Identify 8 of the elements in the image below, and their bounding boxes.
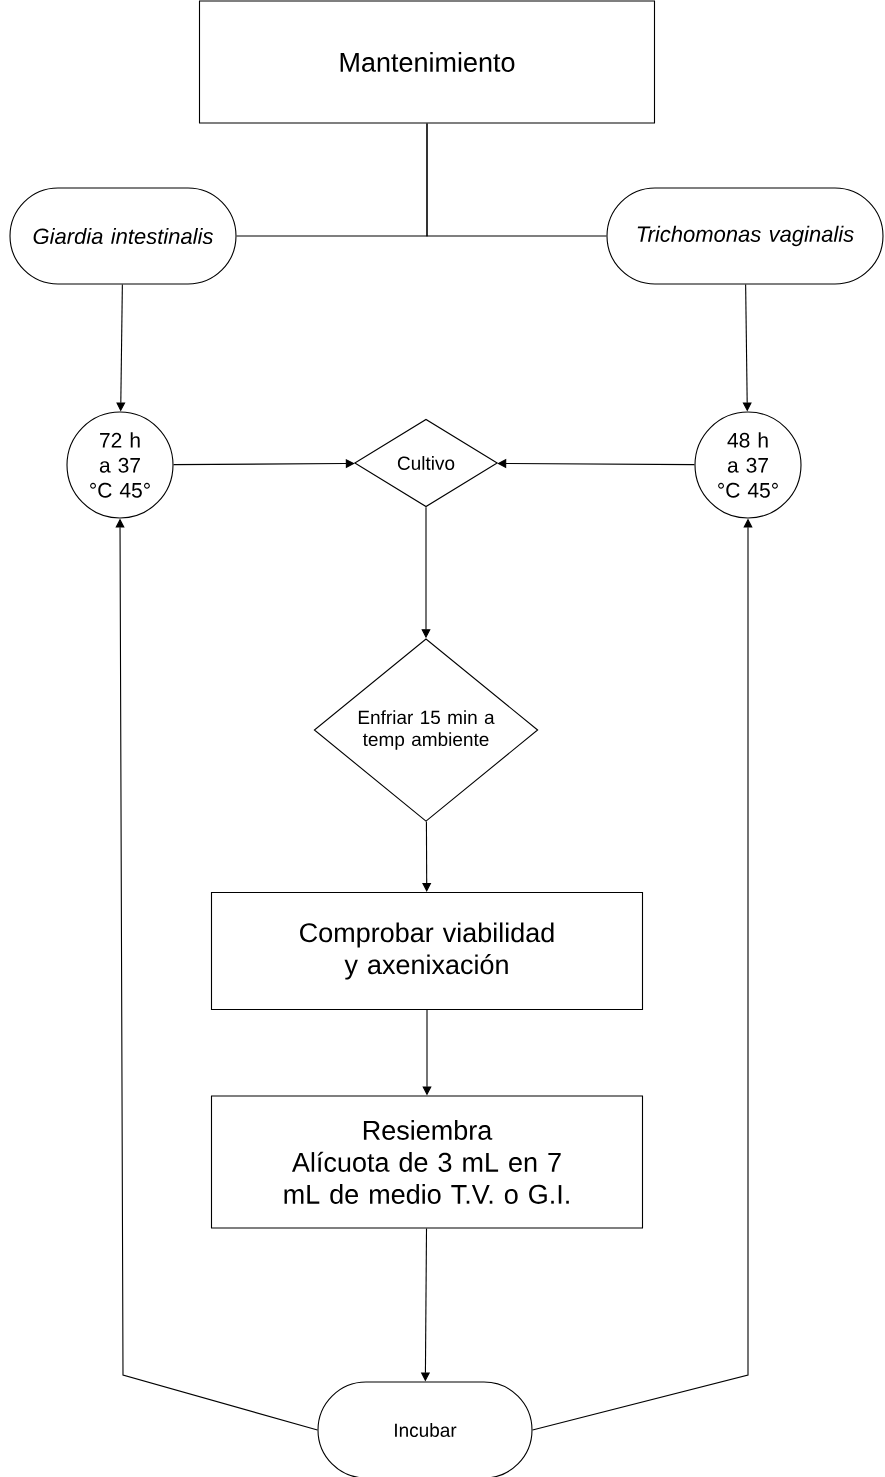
terminal-box: Giardia intestinalis: [9, 187, 237, 285]
terminal-box: Trichomonas vaginalis: [606, 187, 884, 285]
process-box: Resiembra Alícuota de 3 mL en 7 mL de medio T.V. o G.I.: [210, 1095, 644, 1229]
process-box: Mantenimiento: [198, 0, 656, 124]
arrow: [422, 820, 432, 892]
connector-line: [426, 123, 607, 237]
process-box: Comprobar viabilidad y axenixación: [210, 891, 644, 1011]
terminal-box: Incubar: [317, 1381, 533, 1477]
